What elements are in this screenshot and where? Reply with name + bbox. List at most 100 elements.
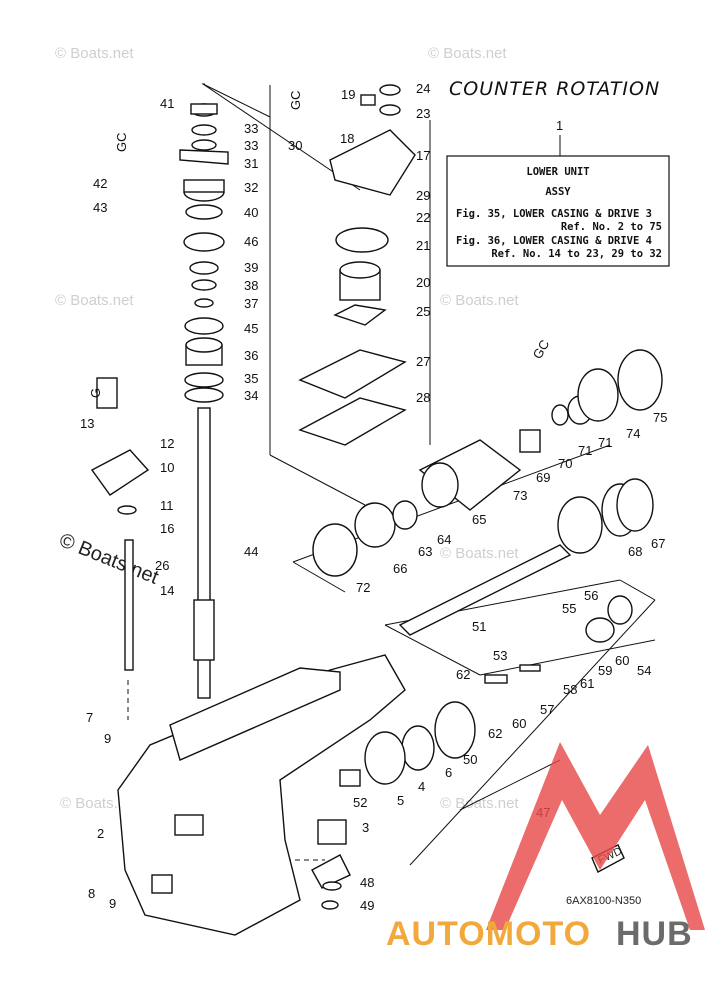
watermark-text: © Boats.net	[440, 292, 519, 309]
diagram-code: 6AX8100-N350	[566, 895, 641, 907]
part-number: 18	[340, 131, 354, 146]
part-number: 13	[80, 416, 94, 431]
lower-casing	[117, 654, 406, 936]
info-box-line: LOWER UNIT	[526, 166, 589, 178]
info-box-line: Ref. No. 14 to 23, 29 to 32	[491, 248, 662, 260]
automotohub-logo	[486, 742, 705, 930]
part-number: 16	[160, 521, 174, 536]
part-number: 49	[360, 898, 374, 913]
part-number: 71	[598, 435, 612, 450]
part-number: 52	[353, 795, 367, 810]
brand-name-part2: HUB	[616, 915, 693, 953]
part-number: 61	[580, 676, 594, 691]
part-number: 33	[244, 121, 258, 136]
driveshaft-stack	[179, 103, 229, 699]
part-number: 65	[472, 512, 486, 527]
watermark-text: © Boats.net	[428, 45, 507, 62]
part-number: 11	[160, 498, 174, 513]
part-number: 22	[416, 210, 430, 225]
part-number: 66	[393, 561, 407, 576]
watermark-text: © Boats.net	[55, 45, 134, 62]
part-number: 39	[244, 260, 258, 275]
part-number: 72	[356, 580, 370, 595]
part-number: 70	[558, 456, 572, 471]
info-box-ref-number: 1	[556, 118, 563, 133]
part-number: 56	[584, 588, 598, 603]
part-number: 67	[651, 536, 665, 551]
part-number: 46	[244, 234, 258, 249]
part-number: 55	[562, 601, 576, 616]
part-number: 60	[512, 716, 526, 731]
info-box-line: ASSY	[545, 186, 571, 198]
watermark-text: © Boats.net	[440, 795, 519, 812]
gc-label: GC	[530, 337, 553, 361]
part-number: 6	[445, 765, 452, 780]
part-number: 4	[418, 779, 425, 794]
part-number: 62	[488, 726, 502, 741]
part-number: 38	[244, 278, 258, 293]
part-number: 36	[244, 348, 258, 363]
part-number: 40	[244, 205, 258, 220]
part-number: 12	[160, 436, 174, 451]
part-number: 28	[416, 390, 430, 405]
part-number: 54	[637, 663, 651, 678]
part-number: 45	[244, 321, 258, 336]
part-number: 48	[360, 875, 374, 890]
part-number: 53	[493, 648, 507, 663]
part-number: 43	[93, 200, 107, 215]
part-number: 9	[109, 896, 116, 911]
info-box-line: Ref. No. 2 to 75	[561, 221, 662, 233]
info-box-line: Fig. 36, LOWER CASING & DRIVE 4	[456, 235, 652, 247]
pinion-and-forward-gear-group	[311, 664, 541, 910]
part-number: 5	[397, 793, 404, 808]
part-number: 31	[244, 156, 258, 171]
part-number: 8	[88, 886, 95, 901]
part-number: 37	[244, 296, 258, 311]
watermark-text: © Boats.net	[56, 529, 162, 589]
part-number: 7	[86, 710, 93, 725]
part-number: 34	[244, 388, 258, 403]
part-number: 24	[416, 81, 430, 96]
part-number: 50	[463, 752, 477, 767]
info-box: 1 LOWER UNIT ASSY Fig. 35, LOWER CASING …	[446, 118, 670, 267]
part-number: 3	[362, 820, 369, 835]
part-number: 17	[416, 148, 430, 163]
propshaft-group	[312, 349, 663, 643]
part-number: 57	[540, 702, 554, 717]
part-number: 68	[628, 544, 642, 559]
part-number: 60	[615, 653, 629, 668]
part-number: 23	[416, 106, 430, 121]
part-number: 9	[104, 731, 111, 746]
g-label: G	[88, 388, 103, 398]
diagram-title: COUNTER ROTATION	[449, 78, 660, 100]
part-number: 27	[416, 354, 430, 369]
part-number: 26	[155, 558, 169, 573]
part-number: 35	[244, 371, 258, 386]
part-number: 21	[416, 238, 430, 253]
part-number: 32	[244, 180, 258, 195]
part-number: 58	[563, 682, 577, 697]
part-number: 62	[456, 667, 470, 682]
part-number: 74	[626, 426, 640, 441]
part-number: 63	[418, 544, 432, 559]
watermark-text: © Boats.net	[55, 292, 134, 309]
brand-name-part1: AUTOMOTO	[386, 915, 591, 953]
part-number: 71	[578, 443, 592, 458]
part-number: 20	[416, 275, 430, 290]
part-number: 41	[160, 96, 174, 111]
part-number: 51	[472, 619, 486, 634]
part-number: 44	[244, 544, 258, 559]
part-number: 2	[97, 826, 104, 841]
gc-label: GC	[288, 91, 303, 111]
assembly-boundaries	[127, 83, 656, 866]
part-number: 75	[653, 410, 667, 425]
part-number: 64	[437, 532, 451, 547]
part-number: 29	[416, 188, 430, 203]
part-number: 33	[244, 138, 258, 153]
part-number: 25	[416, 304, 430, 319]
info-box-line: Fig. 35, LOWER CASING & DRIVE 3	[456, 208, 652, 220]
part-number: 30	[288, 138, 302, 153]
gc-label: GC	[114, 133, 129, 153]
part-number: 19	[341, 87, 355, 102]
